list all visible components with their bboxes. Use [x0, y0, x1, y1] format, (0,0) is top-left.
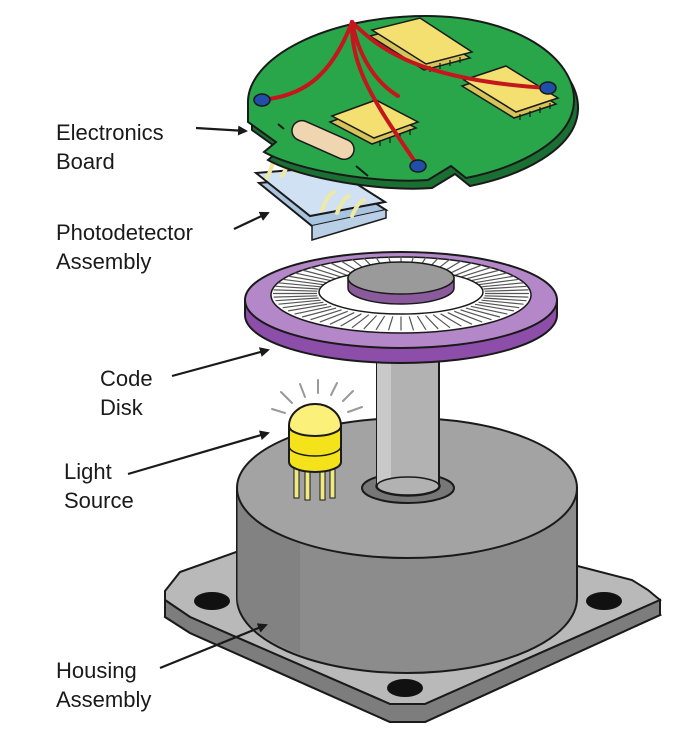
mount-hole	[194, 592, 230, 610]
code-disk-slot	[319, 310, 348, 323]
code-disk-slots	[273, 256, 529, 331]
connector-pin	[409, 159, 427, 173]
code-disk-slot	[424, 315, 439, 330]
code-disk-slot	[474, 303, 515, 312]
code-disk-slot	[375, 315, 386, 331]
code-disk-slot	[310, 309, 342, 321]
code-disk-slot	[340, 313, 362, 327]
wires	[260, 20, 550, 168]
code-disk-slot	[432, 314, 451, 329]
connector-pin	[253, 93, 271, 107]
code-disk-slot	[273, 289, 318, 292]
code-disk-slot	[319, 264, 348, 277]
code-disk-slot	[454, 264, 483, 277]
code-disk-slot	[416, 315, 427, 331]
code-disk-slot	[484, 295, 529, 298]
arrow-photodetector-assembly	[233, 211, 270, 230]
light-source-icon	[271, 379, 363, 501]
label-line: Assembly	[56, 687, 152, 712]
code-disk-slot	[484, 289, 529, 292]
arrow-code-disk	[171, 347, 270, 378]
label-line: Source	[64, 488, 134, 513]
light-rays	[271, 379, 363, 414]
code-disk-slot	[483, 285, 527, 290]
label-photodetector-assembly: Photodetector Assembly	[56, 218, 193, 276]
code-disk-slot	[481, 299, 524, 305]
label-line: Board	[56, 149, 115, 174]
code-disk-slot	[447, 312, 473, 325]
code-disk-slot	[465, 307, 501, 318]
code-disk-slot	[460, 266, 492, 278]
code-disk-slot	[481, 282, 524, 288]
code-disk-slot	[408, 316, 415, 331]
label-line: Assembly	[56, 249, 152, 274]
code-disk-slot	[282, 278, 324, 286]
label-line: Code	[100, 366, 153, 391]
code-disk-slot	[474, 275, 515, 284]
label-electronics-board: Electronics Board	[56, 118, 164, 176]
code-disk-slot	[478, 301, 520, 309]
code-disk-slot	[387, 316, 394, 331]
label-line: Photodetector	[56, 220, 193, 245]
leader-arrows	[127, 125, 270, 670]
code-disk-slot	[470, 272, 508, 282]
code-disk-slot	[278, 299, 321, 305]
arrow-electronics-board	[195, 125, 248, 136]
code-disk-slot	[440, 313, 462, 327]
code-disk-slot	[278, 282, 321, 288]
arrow-housing-assembly	[159, 623, 268, 670]
code-disk-slot	[465, 269, 501, 280]
code-disk-slot	[310, 266, 342, 278]
code-disk-slot	[287, 275, 328, 284]
code-disk-slot	[273, 295, 318, 298]
code-disk-slot	[351, 314, 370, 329]
mount-hole	[387, 679, 423, 697]
code-disk-slot	[301, 307, 337, 318]
code-disk-slot	[329, 312, 355, 325]
label-line: Housing	[56, 658, 137, 683]
code-disk-slot	[460, 309, 492, 321]
label-housing-assembly: Housing Assembly	[56, 656, 151, 714]
code-disk-slot	[363, 315, 378, 330]
code-disk-slot	[454, 310, 483, 323]
label-line: Electronics	[56, 120, 164, 145]
label-line: Disk	[100, 395, 143, 420]
label-light-source: Light Source	[64, 457, 134, 515]
shaft-icon	[361, 339, 455, 504]
resistor	[277, 119, 369, 177]
code-disk-slot	[483, 297, 527, 302]
chip	[460, 65, 560, 119]
code-disk-slot	[287, 303, 328, 312]
code-disk-slot	[470, 305, 508, 315]
mount-hole	[586, 592, 622, 610]
label-code-disk: Code Disk	[100, 364, 153, 422]
connector-pin	[539, 81, 557, 95]
code-disk-slot	[478, 278, 520, 286]
electronics-board-icon	[246, 14, 580, 190]
code-disk-icon	[244, 251, 558, 364]
code-disk-slot	[275, 297, 319, 302]
code-disk-slot	[301, 269, 337, 280]
code-disk-slot	[294, 272, 332, 282]
code-disk-slot	[294, 305, 332, 315]
code-disk-slot	[275, 285, 319, 290]
arrow-light-source	[127, 430, 270, 476]
label-line: Light	[64, 459, 112, 484]
code-disk-slot	[282, 301, 324, 309]
